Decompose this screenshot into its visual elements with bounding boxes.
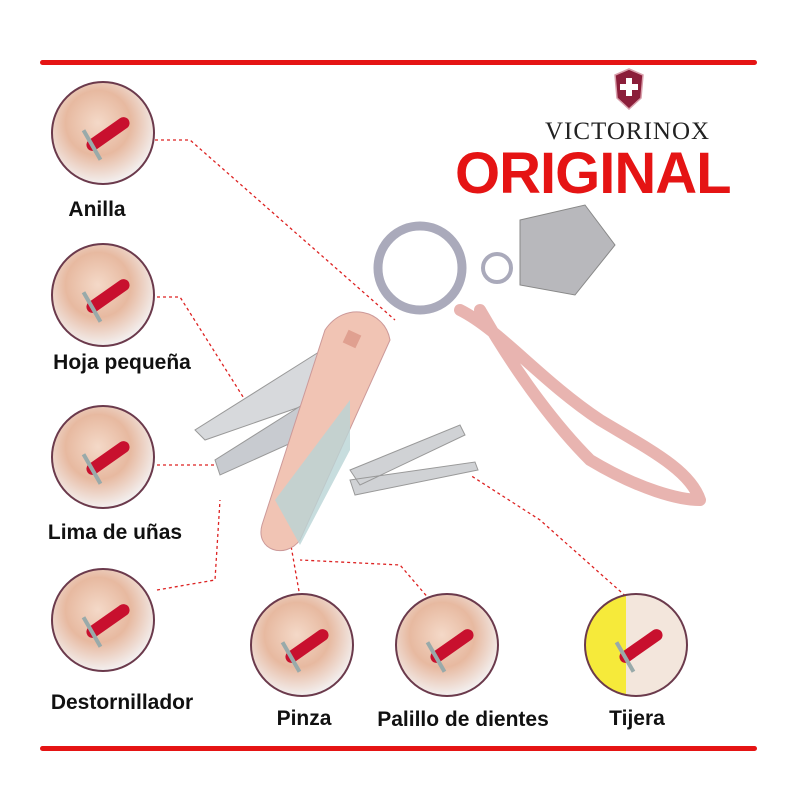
pink-cord: [454, 304, 706, 506]
feature-image-destornillador: [51, 568, 155, 672]
top-red-rule: [40, 60, 757, 65]
feature-image-hoja-pequena: [51, 243, 155, 347]
original-headline: ORIGINAL: [455, 141, 732, 206]
connector-anilla: [155, 139, 396, 321]
scissors: [349, 424, 479, 496]
feature-image-pinza: [250, 593, 354, 697]
connector-pinza: [289, 539, 301, 598]
connector-palillo: [299, 559, 431, 601]
feature-image-lima: [51, 405, 155, 509]
connector-tijera: [469, 474, 631, 601]
victorinox-shield-logo-icon: [614, 68, 644, 110]
feature-label-tijera: Tijera: [609, 707, 665, 730]
brand-name: VICTORINOX: [545, 118, 711, 145]
feature-image-palillo: [395, 593, 499, 697]
bottom-red-rule: [40, 746, 757, 751]
small-ring: [481, 252, 513, 284]
feature-label-palillo: Palillo de dientes: [377, 708, 549, 731]
feature-label-lima: Lima de uñas: [47, 521, 183, 544]
shield-charm: [519, 204, 616, 296]
feature-image-anilla: [51, 81, 155, 185]
connector-hoja: [157, 296, 246, 401]
key-ring: [373, 221, 467, 315]
feature-image-tijera: [584, 593, 688, 697]
feature-label-anilla: Anilla: [68, 198, 126, 221]
feature-label-pinza: Pinza: [276, 707, 332, 730]
connector-destornillador: [156, 499, 221, 591]
feature-label-hoja-pequena: Hoja pequeña: [53, 351, 191, 374]
feature-label-destornillador: Destornillador: [50, 691, 194, 714]
